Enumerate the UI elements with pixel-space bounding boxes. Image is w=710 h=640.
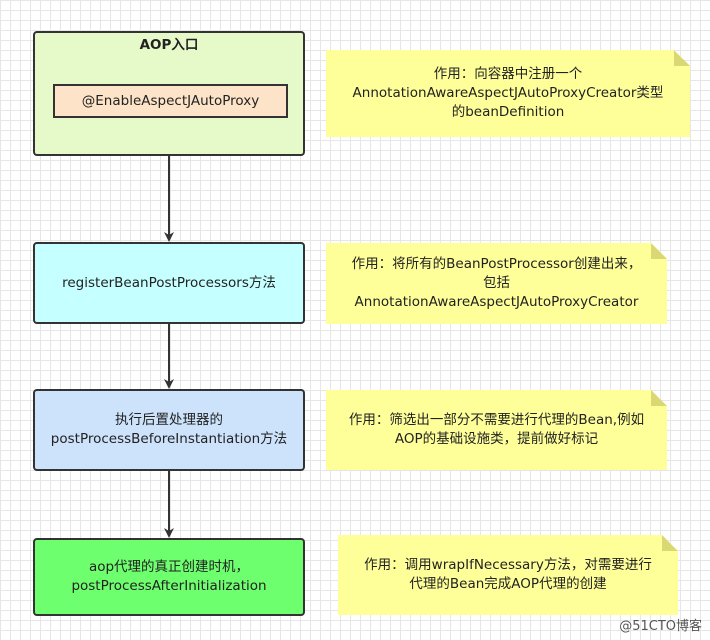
note-wrap-if-necessary-text: 作用：调用wrapIfNecessary方法，对需要进行 代理的Bean完成AO…: [364, 557, 652, 592]
note-create-bean-post-processors-text: 作用：将所有的BeanPostProcessor创建出来， 包括 Annotat…: [351, 256, 642, 310]
post-process-after-initialization-box: aop代理的真正创建时机， postProcessAfterInitializa…: [33, 538, 305, 616]
post-process-before-instantiation-label: 执行后置处理器的 postProcessBeforeInstantiation方…: [50, 412, 288, 447]
aop-entry-box: AOP入口 @EnableAspectJAutoProxy: [33, 31, 305, 156]
post-process-before-instantiation-box: 执行后置处理器的 postProcessBeforeInstantiation方…: [33, 389, 305, 471]
aop-entry-title: AOP入口: [139, 37, 199, 53]
note-create-bean-post-processors: 作用：将所有的BeanPostProcessor创建出来， 包括 Annotat…: [326, 243, 667, 324]
enable-aspectj-autoproxy-label: @EnableAspectJAutoProxy: [81, 92, 260, 109]
register-bean-post-processors-label: registerBeanPostProcessors方法: [62, 274, 276, 291]
register-bean-post-processors-box: registerBeanPostProcessors方法: [33, 242, 305, 324]
note-wrap-if-necessary: 作用：调用wrapIfNecessary方法，对需要进行 代理的Bean完成AO…: [338, 535, 678, 615]
enable-aspectj-autoproxy-box: @EnableAspectJAutoProxy: [53, 84, 288, 118]
note-filter-beans: 作用：筛选出一部分不需要进行代理的Bean,例如 AOP的基础设施类，提前做好标…: [326, 390, 667, 470]
watermark: @51CTO博客: [619, 619, 702, 634]
note-filter-beans-text: 作用：筛选出一部分不需要进行代理的Bean,例如 AOP的基础设施类，提前做好标…: [348, 412, 645, 447]
note-register-bean-definition-text: 作用：向容器中注册一个 AnnotationAwareAspectJAutoPr…: [352, 66, 664, 120]
note-register-bean-definition: 作用：向容器中注册一个 AnnotationAwareAspectJAutoPr…: [326, 50, 690, 137]
post-process-after-initialization-label: aop代理的真正创建时机， postProcessAfterInitializa…: [71, 559, 267, 594]
